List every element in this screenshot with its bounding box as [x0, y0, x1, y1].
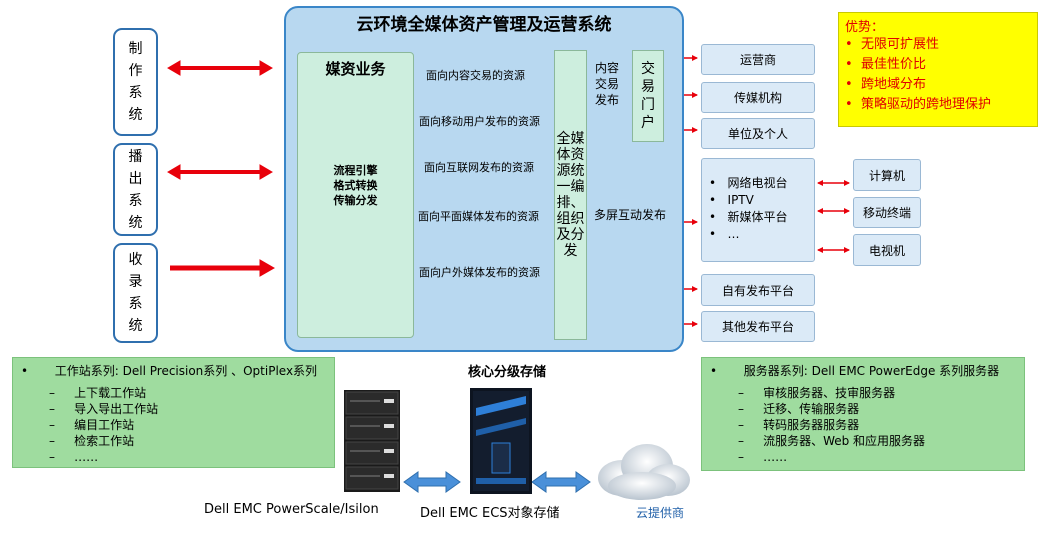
- multi-item: • IPTV: [709, 193, 754, 207]
- storage-array-icon: [344, 390, 400, 492]
- resource-label-trade: 面向内容交易的资源: [426, 69, 525, 82]
- cloud-icon: [598, 444, 690, 500]
- workstations-title: • 工作站系列: Dell Precision系列 、OptiPlex系列: [21, 364, 318, 378]
- advantage-item: • 跨地域分布: [845, 77, 926, 92]
- resource-label-mobile: 面向移动用户发布的资源: [419, 115, 540, 128]
- own-platform-box: 自有发布平台: [701, 274, 815, 306]
- tv-box: 电视机: [853, 234, 921, 266]
- ecs-caption: Dell EMC ECS对象存储: [420, 506, 560, 521]
- multi-screen-box: • 网络电视台 • IPTV • 新媒体平台 • …: [701, 158, 815, 262]
- multi-screen-publish-label: 多屏互动发布: [594, 208, 667, 222]
- server-item: – 流服务器、Web 和应用服务器: [738, 434, 926, 448]
- computer-box: 计算机: [853, 159, 921, 191]
- media-business-body: 流程引擎 格式转换 传输分发: [297, 163, 414, 208]
- ecs-rack-icon: [470, 388, 532, 494]
- ingest-system-box: 收录系统: [113, 243, 158, 343]
- advantage-item: • 最佳性价比: [845, 57, 926, 72]
- central-orchestration-box: 全媒体资源统一编排、组织及分发: [554, 50, 587, 340]
- resource-label-outdoor: 面向户外媒体发布的资源: [419, 266, 540, 279]
- workstation-item: – 编目工作站: [49, 418, 135, 432]
- multi-item: • 网络电视台: [709, 176, 788, 190]
- servers-box: • 服务器系列: Dell EMC PowerEdge 系列服务器 – 审核服务…: [701, 357, 1025, 471]
- server-item: – ……: [738, 450, 788, 464]
- workstation-item: – 导入导出工作站: [49, 402, 159, 416]
- core-storage-title: 核心分级存储: [467, 365, 546, 380]
- storage-arrows: [403, 471, 591, 493]
- resource-label-internet: 面向互联网发布的资源: [424, 161, 534, 174]
- advantage-item: • 策略驱动的跨地理保护: [845, 97, 991, 112]
- production-system-box: 制作系统: [113, 28, 158, 136]
- transfer-distribute-label: 传输分发: [333, 194, 378, 207]
- individual-box: 单位及个人: [701, 118, 815, 149]
- mobile-box: 移动终端: [853, 197, 921, 228]
- operator-box: 运营商: [701, 44, 815, 75]
- workstations-box: • 工作站系列: Dell Precision系列 、OptiPlex系列 – …: [12, 357, 335, 468]
- media-business-title: 媒资业务: [325, 60, 386, 78]
- resource-label-print: 面向平面媒体发布的资源: [418, 210, 539, 223]
- server-item: – 审核服务器、技审服务器: [738, 386, 896, 400]
- workstation-item: – 上下载工作站: [49, 386, 147, 400]
- multi-item: • …: [709, 227, 740, 241]
- servers-title: • 服务器系列: Dell EMC PowerEdge 系列服务器: [710, 364, 1000, 378]
- advantage-item: • 无限可扩展性: [845, 37, 939, 52]
- multi-item: • 新媒体平台: [709, 210, 788, 224]
- system-title: 云环境全媒体资产管理及运营系统: [356, 15, 612, 35]
- server-item: – 迁移、传输服务器: [738, 402, 860, 416]
- advantages-title: 优势：: [845, 20, 885, 35]
- broadcast-system-box: 播出系统: [113, 143, 158, 236]
- workstation-item: – ……: [49, 450, 99, 464]
- workflow-engine-label: 流程引擎: [333, 164, 378, 177]
- trade-portal-box: 交易门户: [632, 50, 664, 142]
- trade-publish-label: 内容交易发布: [595, 61, 620, 107]
- server-item: – 转码服务器服务器: [738, 418, 860, 432]
- workstation-item: – 检索工作站: [49, 434, 135, 448]
- left-arrows: [167, 60, 276, 277]
- cloud-caption: 云提供商: [636, 506, 685, 520]
- media-business-box: [297, 52, 414, 338]
- media-org-box: 传媒机构: [701, 82, 815, 113]
- isilon-caption: Dell EMC PowerScale/Isilon: [204, 502, 379, 517]
- other-platform-box: 其他发布平台: [701, 311, 815, 342]
- format-convert-label: 格式转换: [333, 179, 378, 192]
- advantages-box: 优势： • 无限可扩展性 • 最佳性价比 • 跨地域分布 • 策略驱动的跨地理保…: [838, 12, 1038, 127]
